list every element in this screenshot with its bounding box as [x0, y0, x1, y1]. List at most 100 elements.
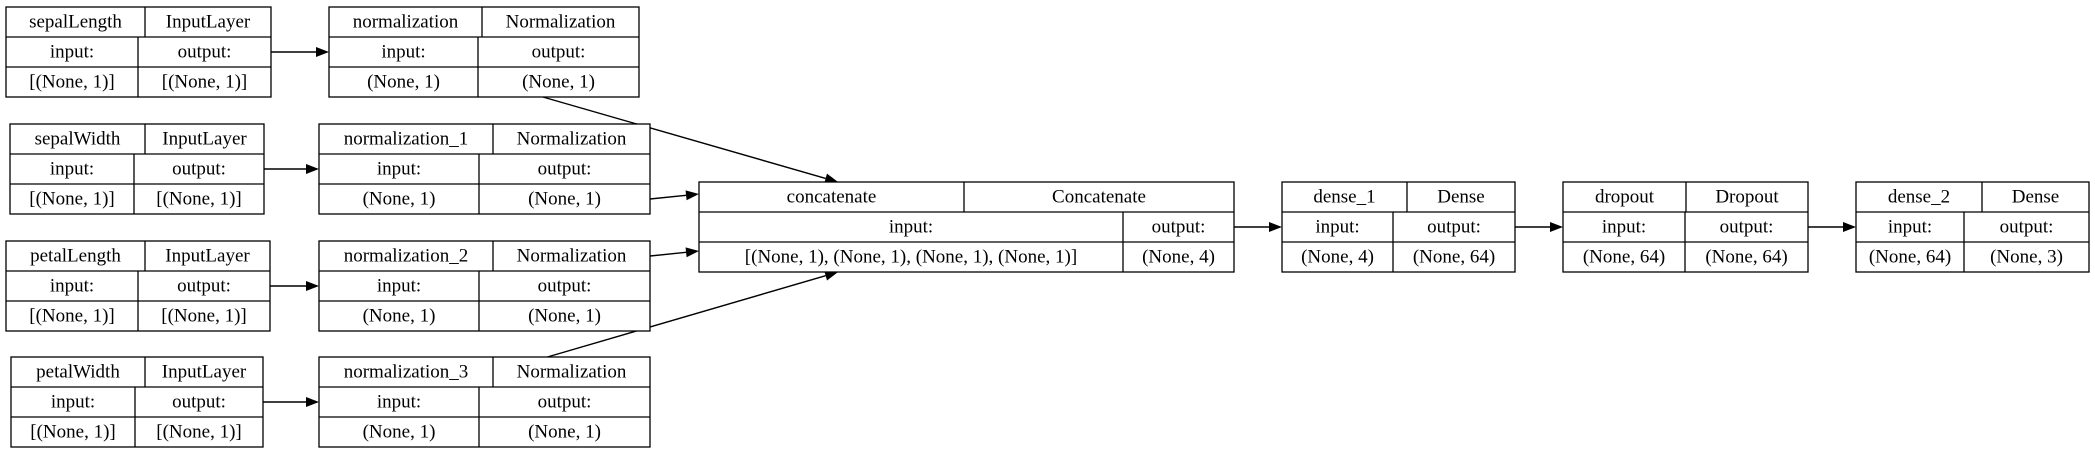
- output-shape: (None, 1): [522, 71, 595, 92]
- input-shape: (None, 1): [363, 421, 436, 442]
- input-label: input:: [50, 41, 94, 62]
- layer-node-dense-2: dense_2 Dense input: output: (None, 64) (None…: [1855, 181, 2090, 273]
- edge-sepalWidth-to-normalization-1: [264, 164, 319, 174]
- input-label: input:: [51, 391, 95, 412]
- edge-dense-1-to-dropout: [1515, 222, 1563, 232]
- layer-type: Concatenate: [1052, 186, 1146, 207]
- output-label: output:: [1427, 216, 1481, 237]
- node-box: [9, 123, 265, 215]
- layer-type: Normalization: [517, 245, 627, 266]
- edges-layer: [263, 47, 1856, 407]
- edge-normalization-1-to-concatenate: [649, 190, 699, 201]
- input-label: input:: [1315, 216, 1359, 237]
- layer-name: normalization_3: [344, 361, 469, 382]
- node-box: [318, 356, 651, 448]
- layer-name: concatenate: [787, 186, 877, 207]
- input-shape: (None, 4): [1301, 246, 1374, 267]
- input-label: input:: [377, 391, 421, 412]
- output-label: output:: [1720, 216, 1774, 237]
- layer-type: InputLayer: [166, 11, 251, 32]
- edge-concatenate-to-dense-1: [1234, 222, 1282, 232]
- output-label: output:: [1152, 216, 1206, 237]
- edge-dropout-to-dense-2: [1808, 222, 1856, 232]
- output-shape: (None, 64): [1705, 246, 1787, 267]
- edge-petalLength-to-normalization-2: [270, 281, 319, 291]
- layer-name: petalLength: [30, 245, 121, 266]
- input-shape: (None, 64): [1583, 246, 1665, 267]
- edge-line: [649, 251, 687, 257]
- input-label: input:: [377, 158, 421, 179]
- output-shape: [(None, 1)]: [162, 71, 247, 92]
- layer-node-dropout: dropout Dropout input: output: (None, 64) (No…: [1562, 181, 1809, 273]
- layer-type: Dense: [1437, 186, 1484, 207]
- input-shape: (None, 64): [1869, 246, 1951, 267]
- layer-name: normalization: [353, 11, 459, 32]
- output-shape: [(None, 1)]: [161, 305, 246, 326]
- output-label: output:: [532, 41, 586, 62]
- node-box: [698, 181, 1235, 273]
- output-label: output:: [178, 41, 232, 62]
- layer-name: normalization_2: [344, 245, 469, 266]
- node-box: [328, 6, 640, 98]
- layer-name: sepalLength: [29, 11, 122, 32]
- output-label: output:: [538, 275, 592, 296]
- output-shape: [(None, 1)]: [156, 188, 241, 209]
- node-box: [318, 240, 651, 332]
- input-shape: [(None, 1), (None, 1), (None, 1), (None,…: [745, 246, 1077, 267]
- input-shape: (None, 1): [363, 305, 436, 326]
- output-label: output:: [2000, 216, 2054, 237]
- input-shape: (None, 1): [363, 188, 436, 209]
- layer-node-normalization-2: normalization_2 Normalization input: output…: [318, 240, 651, 332]
- layer-node-normalization-1: normalization_1 Normalization input: output…: [318, 123, 651, 215]
- edge-sepalLength-to-normalization: [271, 47, 329, 57]
- arrowhead-icon: [1269, 222, 1282, 232]
- output-shape: (None, 4): [1142, 246, 1215, 267]
- input-shape: [(None, 1)]: [29, 188, 114, 209]
- input-label: input:: [50, 275, 94, 296]
- layer-name: normalization_1: [344, 128, 469, 149]
- edge-normalization-2-to-concatenate: [649, 247, 699, 258]
- input-label: input:: [1602, 216, 1646, 237]
- output-label: output:: [538, 158, 592, 179]
- input-shape: [(None, 1)]: [29, 71, 114, 92]
- edge-normalization-to-concatenate: [542, 96, 839, 184]
- arrowhead-icon: [1550, 222, 1563, 232]
- output-shape: (None, 64): [1413, 246, 1495, 267]
- arrowhead-icon: [824, 173, 839, 184]
- input-label: input:: [377, 275, 421, 296]
- output-label: output:: [538, 391, 592, 412]
- output-shape: (None, 3): [1990, 246, 2063, 267]
- layer-name: sepalWidth: [35, 128, 121, 149]
- node-box: [1855, 181, 2090, 273]
- layer-name: petalWidth: [36, 361, 120, 382]
- layer-name: dense_2: [1888, 186, 1950, 207]
- arrowhead-icon: [306, 397, 319, 407]
- input-shape: [(None, 1)]: [30, 421, 115, 442]
- input-label: input:: [50, 158, 94, 179]
- edge-normalization-3-to-concatenate: [547, 270, 839, 358]
- layer-type: Dense: [2012, 186, 2059, 207]
- edge-line: [547, 274, 826, 358]
- edge-petalWidth-to-normalization-3: [263, 397, 319, 407]
- input-label: input:: [889, 216, 933, 237]
- arrowhead-icon: [824, 270, 839, 281]
- arrowhead-icon: [1843, 222, 1856, 232]
- input-label: input:: [1888, 216, 1932, 237]
- edge-line: [542, 96, 826, 180]
- nodes-layer: sepalLength InputLayer input: output: [(None…: [5, 6, 2090, 448]
- edge-line: [649, 194, 687, 200]
- node-box: [318, 123, 651, 215]
- layer-name: dropout: [1595, 186, 1655, 207]
- output-label: output:: [172, 391, 226, 412]
- layer-type: Dropout: [1715, 186, 1779, 207]
- layer-type: Normalization: [517, 128, 627, 149]
- node-box: [10, 356, 264, 448]
- arrowhead-icon: [685, 247, 699, 258]
